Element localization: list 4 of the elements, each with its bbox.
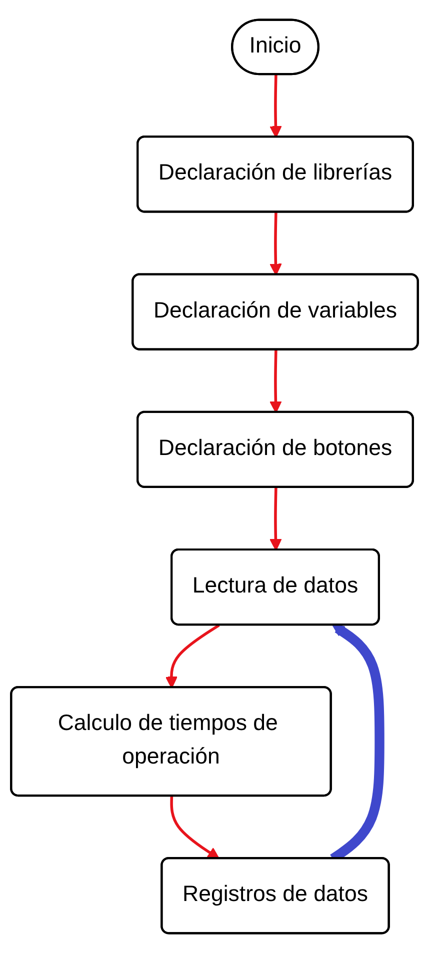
arrow [270, 212, 282, 276]
arrow [170, 796, 220, 860]
arrow [165, 624, 220, 688]
arrow [270, 74, 282, 138]
